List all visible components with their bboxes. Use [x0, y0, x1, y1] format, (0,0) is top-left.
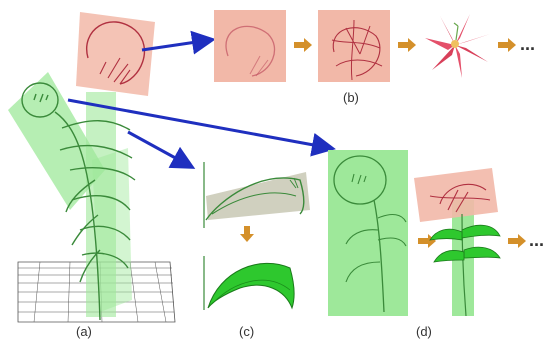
panel-c-label: (c) [239, 324, 254, 339]
panel-c-leaf-sketch [204, 162, 310, 228]
panel-c-leaf-model [204, 256, 294, 310]
panel-a-label: (a) [76, 324, 92, 339]
panel-a-flower-region [76, 12, 155, 96]
panel-b-flower-render [425, 14, 490, 78]
panel-b-ellipsis: ... [520, 34, 535, 54]
arrow-to-c [128, 132, 190, 166]
orange-arrow-b1 [294, 38, 312, 52]
orange-arrow-d2 [508, 234, 526, 248]
orange-arrow-b2 [398, 38, 416, 52]
orange-arrow-c [240, 226, 254, 242]
panel-d-label: (d) [416, 324, 432, 339]
panel-d-stem-panel [328, 150, 408, 316]
panel-d-ellipsis: ... [529, 230, 544, 250]
panel-b-stage-1 [214, 10, 286, 82]
panel-b-stage-2 [318, 10, 390, 82]
panel-b-label: (b) [343, 90, 359, 105]
orange-arrow-b3 [498, 38, 516, 52]
